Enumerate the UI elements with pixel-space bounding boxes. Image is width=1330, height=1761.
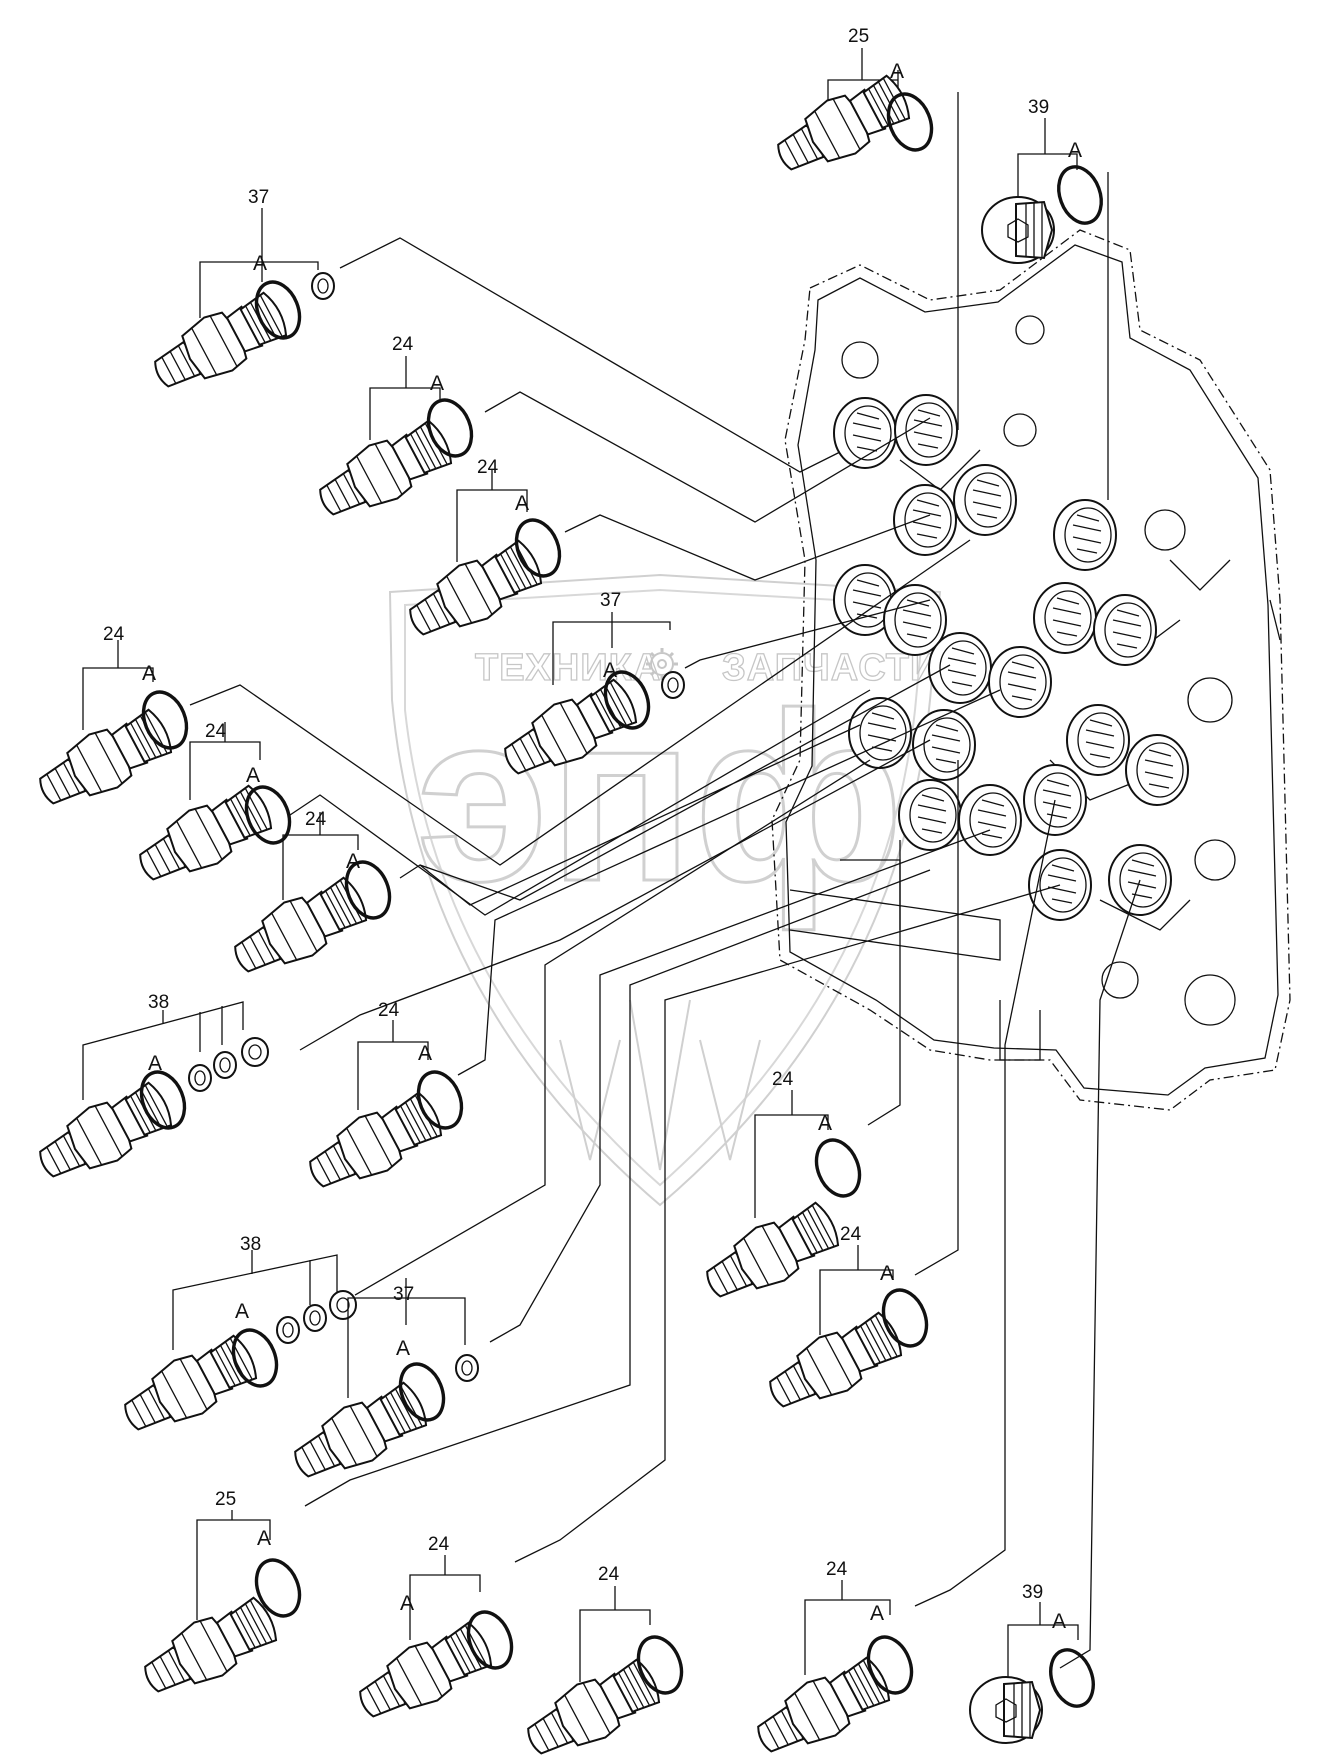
oring-letter: A — [396, 1337, 410, 1360]
part-group-24-b: 24 A — [398, 457, 570, 652]
part-group-39-bottom: 39 A — [969, 1582, 1103, 1744]
oring-letter: A — [253, 252, 267, 275]
callout-number: 38 — [148, 992, 169, 1013]
part-group-24-d: 24 A — [128, 721, 300, 897]
oring-letter: A — [246, 764, 260, 787]
watermark-logo: эпф — [416, 663, 904, 931]
callout-number: 37 — [248, 187, 269, 208]
callout-number: 24 — [428, 1534, 450, 1555]
callout-number: 25 — [848, 26, 869, 47]
watermark-right-text: ЗАПЧАСТИ — [722, 647, 938, 689]
part-group-24-k: 24 A — [746, 1559, 922, 1761]
callout-number: 37 — [600, 590, 621, 611]
part-group-37-c: 37 A — [283, 1278, 479, 1494]
part-group-24-g: 24 A — [695, 1069, 870, 1314]
callout-number: 38 — [240, 1234, 261, 1255]
part-group-39-top: 39 A — [981, 97, 1111, 264]
valve-body — [771, 229, 1291, 1111]
callout-number: 24 — [305, 809, 327, 830]
part-group-24-h: 24 A — [758, 1224, 937, 1424]
part-group-24-j: 24 — [516, 1564, 692, 1761]
callout-number: 24 — [378, 1000, 400, 1021]
watermark: эпф ТЕХНИКА ЗАПЧАСТИ — [388, 573, 942, 1207]
callout-number: 37 — [393, 1284, 414, 1305]
oring-letter: A — [818, 1112, 832, 1135]
oring-letter: A — [870, 1602, 884, 1625]
callout-number: 24 — [826, 1559, 848, 1580]
oring-letter: A — [257, 1527, 271, 1550]
part-group-24-e: 24 A — [223, 809, 400, 989]
oring-letter: A — [235, 1300, 249, 1323]
part-group-37-a: 37 A — [143, 187, 335, 404]
callout-number: 24 — [598, 1564, 620, 1585]
callout-number: 24 — [772, 1069, 794, 1090]
callout-number: 39 — [1028, 97, 1049, 118]
part-group-24-a: 24 A — [308, 334, 482, 532]
part-group-24-i: 24 A — [348, 1534, 522, 1734]
oring-letter: A — [400, 1592, 414, 1615]
callout-number: 39 — [1022, 1582, 1043, 1603]
watermark-left-text: ТЕХНИКА — [475, 647, 661, 689]
oring-letter: A — [430, 372, 444, 395]
callout-number: 24 — [205, 721, 227, 742]
oring-letter: A — [148, 1052, 162, 1075]
oring-letter: A — [142, 662, 156, 685]
oring-letter: A — [418, 1042, 432, 1065]
part-group-38-b: 38 A — [113, 1234, 357, 1447]
oring-letter: A — [1052, 1610, 1066, 1633]
part-group-25-bottom: 25 A — [133, 1489, 310, 1709]
callout-number: 24 — [103, 624, 125, 645]
callout-number: 25 — [215, 1489, 236, 1510]
leader-lines — [189, 92, 1141, 1669]
oring-letter: A — [1068, 139, 1082, 162]
part-group-24-c: 24 A — [28, 624, 197, 821]
oring-letter: A — [880, 1262, 894, 1285]
part-group-25-top: 25 A — [766, 26, 942, 187]
oring-letter: A — [890, 60, 904, 83]
oring-letter: A — [515, 492, 529, 515]
part-group-24-f: 24 A — [298, 1000, 472, 1204]
callout-number: 24 — [477, 457, 499, 478]
part-group-37-b: 37 A — [493, 590, 685, 791]
callout-number: 24 — [840, 1224, 862, 1245]
callout-number: 24 — [392, 334, 414, 355]
part-group-38-a: 38 A — [28, 992, 269, 1194]
